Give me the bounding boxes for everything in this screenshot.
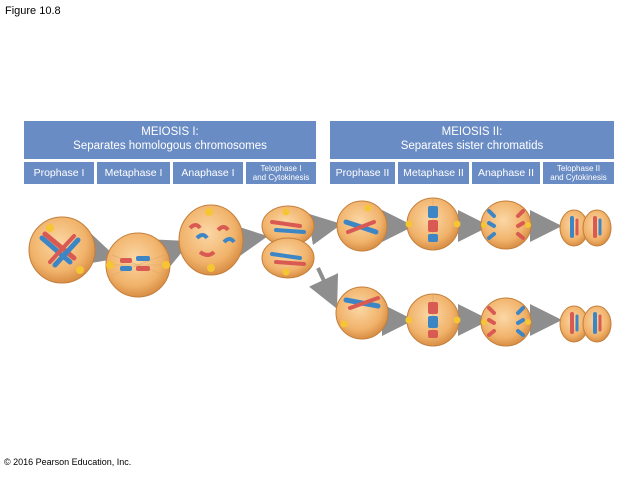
cell-metaphase-2-top (405, 197, 461, 251)
stage-telophase-2: Telophase II and Cytokinesis (543, 162, 614, 184)
stage-anaphase-2: Anaphase II (472, 162, 540, 184)
stage-metaphase-2: Metaphase II (398, 162, 469, 184)
cell-metaphase-1 (105, 232, 171, 298)
stage-prophase-2: Prophase II (330, 162, 395, 184)
figure-label: Figure 10.8 (5, 5, 61, 17)
telophase-2-line2: and Cytokinesis (550, 173, 607, 182)
cell-anaphase-2-top (480, 200, 532, 250)
stage-anaphase-1: Anaphase I (173, 162, 243, 184)
cell-prophase-2-top (336, 200, 388, 252)
cell-telophase-2-bottom (559, 305, 612, 343)
meiosis-1-title: MEIOSIS I: (141, 126, 199, 138)
stage-telophase-1: Telophase I and Cytokinesis (246, 162, 316, 184)
telophase-1-line2: and Cytokinesis (252, 173, 310, 182)
cell-telophase-2-top (559, 209, 612, 247)
telophase-1-line1: Telophase I (260, 164, 302, 173)
meiosis-2-title: MEIOSIS II: (441, 126, 503, 138)
meiosis-1-subtitle: Separates homologous chromosomes (73, 140, 267, 152)
meiosis-2-subtitle: Separates sister chromatids (400, 140, 544, 152)
telophase-2-line1: Telophase II (556, 164, 601, 173)
cell-telophase-1 (261, 205, 315, 279)
meiosis-1-banner: MEIOSIS I: Separates homologous chromoso… (24, 121, 316, 159)
cell-metaphase-2-bottom (405, 293, 461, 347)
cell-anaphase-1 (178, 204, 244, 276)
stage-arrows (82, 210, 562, 336)
stage-prophase-1: Prophase I (24, 162, 94, 184)
cell-prophase-2-bottom (335, 286, 389, 340)
copyright-notice: © 2016 Pearson Education, Inc. (4, 457, 132, 467)
stage-metaphase-1: Metaphase I (97, 162, 170, 184)
meiosis-2-banner: MEIOSIS II: Separates sister chromatids (330, 121, 614, 159)
cell-prophase-1 (28, 216, 96, 284)
cell-anaphase-2-bottom (480, 297, 532, 347)
